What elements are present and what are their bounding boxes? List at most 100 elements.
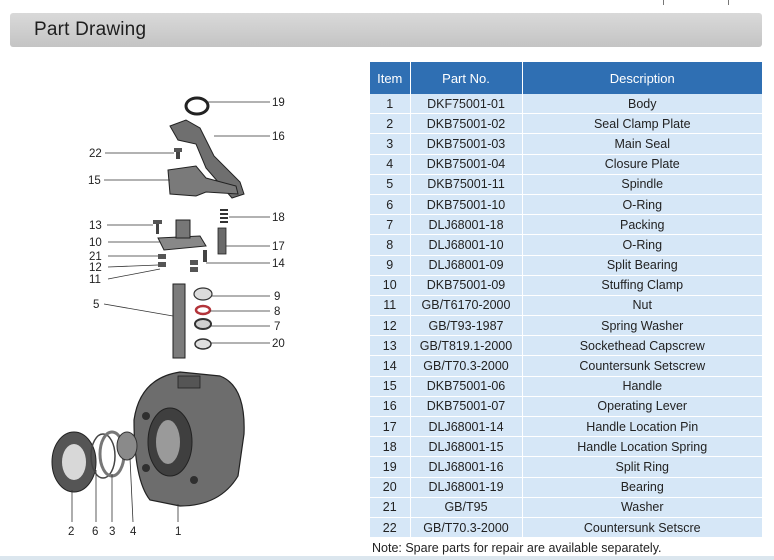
split-ring-part xyxy=(184,96,210,116)
callout-16: 16 xyxy=(272,131,285,143)
cell-description: Split Bearing xyxy=(522,255,762,276)
cell-item: 13 xyxy=(370,335,411,357)
cell-item: 14 xyxy=(370,355,411,377)
spindle-part xyxy=(172,283,186,359)
spring-part xyxy=(220,209,228,223)
cell-item: 15 xyxy=(370,376,411,397)
cell-item: 12 xyxy=(370,315,411,337)
section-title: Part Drawing xyxy=(34,19,147,40)
callout-17: 17 xyxy=(272,241,285,253)
cell-description: Bearing xyxy=(522,477,762,498)
callout-7: 7 xyxy=(274,321,280,333)
cell-item: 20 xyxy=(370,477,411,498)
cell-part-no: DKB75001-11 xyxy=(410,174,523,195)
column-header-item: Item xyxy=(370,62,411,94)
cell-description: Spring Washer xyxy=(522,315,762,337)
column-header-part-no: Part No. xyxy=(410,62,523,94)
callout-10: 10 xyxy=(89,237,102,249)
cell-item: 5 xyxy=(370,174,411,195)
cell-part-no: DKF75001-01 xyxy=(410,94,523,115)
closure-plate-part xyxy=(116,431,138,461)
cell-description: Countersunk Setscre xyxy=(522,517,762,539)
edge-tick xyxy=(728,0,729,5)
cell-part-no: DLJ68001-10 xyxy=(410,234,523,256)
cell-item: 11 xyxy=(370,295,411,317)
callout-9: 9 xyxy=(274,291,280,303)
cell-part-no: DLJ68001-18 xyxy=(410,214,523,236)
cell-part-no: DKB75001-02 xyxy=(410,113,523,135)
callout-5: 5 xyxy=(93,299,99,311)
callout-8: 8 xyxy=(274,306,280,318)
callout-22: 22 xyxy=(89,148,102,160)
cell-item: 2 xyxy=(370,113,411,135)
cell-description: Countersunk Setscrew xyxy=(522,355,762,377)
edge-tick xyxy=(663,0,664,5)
part-drawing: 19 16 22 15 13 18 10 17 21 14 12 11 5 9 … xyxy=(51,96,285,538)
cell-part-no: GB/T819.1-2000 xyxy=(410,335,523,357)
cell-part-no: DKB75001-03 xyxy=(410,133,523,155)
cell-item: 17 xyxy=(370,416,411,438)
cell-item: 8 xyxy=(370,234,411,256)
cell-part-no: DKB75001-06 xyxy=(410,376,523,397)
cell-part-no: DLJ68001-14 xyxy=(410,416,523,438)
cell-description: Seal Clamp Plate xyxy=(522,113,762,135)
cell-item: 1 xyxy=(370,94,411,115)
callout-6: 6 xyxy=(92,526,98,538)
section-header: Part Drawing xyxy=(10,13,762,47)
callout-11: 11 xyxy=(89,274,101,286)
spare-parts-note: Note: Spare parts for repair are availab… xyxy=(372,541,662,555)
callout-12: 12 xyxy=(89,262,102,274)
cell-description: O-Ring xyxy=(522,234,762,256)
cell-item: 9 xyxy=(370,255,411,276)
column-header-description: Description xyxy=(522,62,762,94)
cell-item: 18 xyxy=(370,436,411,458)
callout-21: 21 xyxy=(89,251,102,263)
callout-20: 20 xyxy=(272,338,285,350)
cell-item: 6 xyxy=(370,194,411,216)
cell-item: 7 xyxy=(370,214,411,236)
cell-item: 22 xyxy=(370,517,411,539)
handle-part xyxy=(167,165,239,197)
cell-part-no: GB/T95 xyxy=(410,497,523,518)
callout-3: 3 xyxy=(109,526,115,538)
callout-19: 19 xyxy=(272,97,285,109)
cell-item: 4 xyxy=(370,154,411,175)
cell-description: Nut xyxy=(522,295,762,317)
top-edge xyxy=(0,0,774,8)
cell-item: 10 xyxy=(370,275,411,296)
cell-part-no: DLJ68001-09 xyxy=(410,255,523,276)
cell-description: Handle Location Pin xyxy=(522,416,762,438)
cell-description: Sockethead Capscrew xyxy=(522,335,762,357)
cell-part-no: DLJ68001-15 xyxy=(410,436,523,458)
cell-description: Split Ring xyxy=(522,456,762,478)
cell-item: 21 xyxy=(370,497,411,518)
location-pin-part xyxy=(217,227,227,255)
cell-description: Main Seal xyxy=(522,133,762,155)
o-ring-part xyxy=(194,304,212,316)
callout-18: 18 xyxy=(272,212,285,224)
operating-lever-part xyxy=(169,119,245,199)
cell-part-no: GB/T93-1987 xyxy=(410,315,523,337)
cell-description: Closure Plate xyxy=(522,154,762,175)
callout-4: 4 xyxy=(130,526,137,538)
cell-part-no: GB/T70.3-2000 xyxy=(410,355,523,377)
